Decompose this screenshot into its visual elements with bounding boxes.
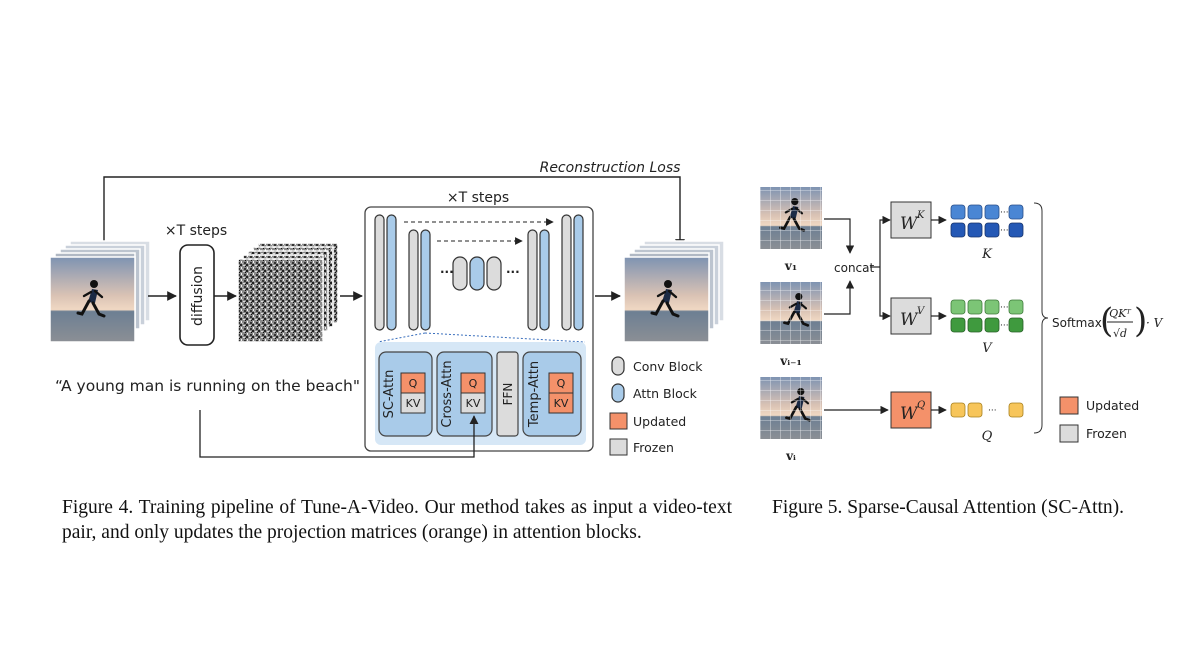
conv-block bbox=[486, 256, 502, 291]
patch-grid bbox=[760, 377, 822, 439]
attn-block bbox=[573, 214, 584, 331]
patch-grid bbox=[760, 187, 822, 249]
svg-text:···: ··· bbox=[1000, 321, 1009, 331]
kv-label: KV bbox=[554, 397, 569, 410]
figure5-legend: Updated Frozen bbox=[1059, 396, 1139, 443]
wk-frozen-box bbox=[890, 201, 932, 239]
svg-text:···: ··· bbox=[1000, 303, 1009, 313]
concat-label: concat bbox=[834, 261, 874, 275]
frame-vi-label: vᵢ bbox=[785, 449, 796, 463]
arrow-concat-to-wv bbox=[879, 267, 891, 321]
wq-updated-box bbox=[890, 391, 932, 429]
figure4: Reconstruction Loss ×T steps diffusion ×… bbox=[49, 160, 725, 458]
q-label: Q bbox=[557, 377, 566, 390]
conv-block bbox=[374, 214, 385, 331]
legend-frozen-label: Frozen bbox=[633, 440, 674, 455]
q-label: Q bbox=[469, 377, 478, 390]
conv-block bbox=[408, 229, 419, 331]
legend-frozen-swatch bbox=[609, 438, 628, 456]
wq-superscript: Q bbox=[917, 400, 925, 411]
q-label: Q bbox=[982, 429, 993, 444]
softmax-suffix: · V bbox=[1146, 316, 1164, 330]
softmax-numerator: QKᵀ bbox=[1109, 307, 1132, 320]
diffusion-label: diffusion bbox=[190, 266, 206, 326]
v-tokens: ··· ··· bbox=[950, 299, 1024, 333]
ffn-label: FFN bbox=[501, 383, 515, 406]
output-video-stack bbox=[623, 240, 725, 343]
legend-conv-label: Conv Block bbox=[633, 359, 703, 374]
cross-attn-label: Cross-Attn bbox=[440, 360, 455, 427]
arrow-v1-to-concat bbox=[824, 218, 855, 254]
arrow-prompt-to-cross-attn bbox=[199, 410, 479, 458]
zoom-line bbox=[424, 332, 586, 343]
arrow-concat-to-wk bbox=[879, 215, 891, 267]
softmax-formula: Softmax ( QKᵀ √d ) · V bbox=[1052, 301, 1164, 341]
legend-updated-label: Updated bbox=[633, 414, 686, 429]
wk-superscript: K bbox=[916, 210, 925, 221]
noisy-latent-stack bbox=[237, 242, 339, 343]
kv-label: KV bbox=[406, 397, 421, 410]
q-tokens: ··· bbox=[950, 402, 1024, 418]
wv-superscript: V bbox=[917, 306, 926, 317]
k-label: K bbox=[981, 247, 993, 262]
k-tokens: ··· ··· bbox=[950, 204, 1024, 238]
wq-label: W bbox=[900, 404, 919, 424]
kv-projection-updated bbox=[548, 392, 574, 414]
svg-text:···: ··· bbox=[1000, 208, 1009, 218]
steps-label-unet: ×T steps bbox=[447, 190, 509, 206]
attn-block bbox=[539, 229, 550, 331]
legend-conv-swatch bbox=[611, 356, 625, 376]
attn-block bbox=[469, 256, 485, 291]
arrow-vi-1-to-concat bbox=[824, 280, 855, 315]
legend-updated-swatch bbox=[609, 412, 628, 430]
diffusion-box bbox=[179, 244, 215, 346]
attn-block bbox=[420, 229, 431, 331]
svg-text:···: ··· bbox=[988, 406, 997, 416]
steps-label-left: ×T steps bbox=[165, 223, 227, 239]
svg-text:(: ( bbox=[1100, 301, 1113, 341]
softmax-denominator: √d bbox=[1113, 327, 1127, 340]
ffn-block bbox=[496, 351, 519, 437]
svg-text:···: ··· bbox=[1000, 226, 1009, 236]
reconstruction-loss-label: Reconstruction Loss bbox=[540, 160, 681, 176]
attn-block bbox=[386, 214, 397, 331]
legend-attn-swatch bbox=[611, 383, 625, 403]
legend-frozen-label: Frozen bbox=[1086, 426, 1127, 441]
attention-bracket bbox=[1033, 202, 1049, 434]
legend-updated-label: Updated bbox=[1086, 398, 1139, 413]
q-label: Q bbox=[409, 377, 418, 390]
legend-attn-label: Attn Block bbox=[633, 386, 698, 401]
ellipsis: ··· bbox=[506, 265, 520, 279]
figure5: v₁ vᵢ₋₁ vᵢ concat W K bbox=[760, 187, 1164, 463]
input-video-stack bbox=[49, 240, 151, 343]
v-label: V bbox=[982, 341, 993, 356]
frame-v1-label: v₁ bbox=[784, 259, 797, 273]
legend-frozen-swatch bbox=[1059, 424, 1079, 443]
legend-updated-swatch bbox=[1059, 396, 1079, 415]
kv-label: KV bbox=[466, 397, 481, 410]
patch-grid bbox=[760, 282, 822, 344]
svg-text:): ) bbox=[1134, 301, 1147, 341]
kv-projection-frozen bbox=[400, 392, 426, 414]
temp-attn-label: Temp-Attn bbox=[527, 361, 542, 428]
sc-attn-label: SC-Attn bbox=[382, 370, 397, 419]
text-prompt: “A young man is running on the beach" bbox=[55, 377, 360, 395]
frame-vi-1-label: vᵢ₋₁ bbox=[779, 354, 801, 368]
conv-block bbox=[452, 256, 468, 291]
wv-label: W bbox=[900, 310, 919, 330]
conv-block bbox=[527, 229, 538, 331]
wk-label: W bbox=[900, 214, 919, 234]
figure5-caption: Figure 5. Sparse-Causal Attention (SC-At… bbox=[772, 497, 1125, 518]
reconstruction-loss-arrow bbox=[103, 176, 685, 250]
figure4-legend: Conv Block Attn Block Updated Frozen bbox=[609, 356, 703, 456]
softmax-label: Softmax bbox=[1052, 316, 1102, 330]
ellipsis: ··· bbox=[440, 265, 454, 279]
conv-block bbox=[561, 214, 572, 331]
kv-projection-frozen bbox=[460, 392, 486, 414]
figure4-caption: Figure 4. Training pipeline of Tune-A-Vi… bbox=[62, 497, 732, 543]
